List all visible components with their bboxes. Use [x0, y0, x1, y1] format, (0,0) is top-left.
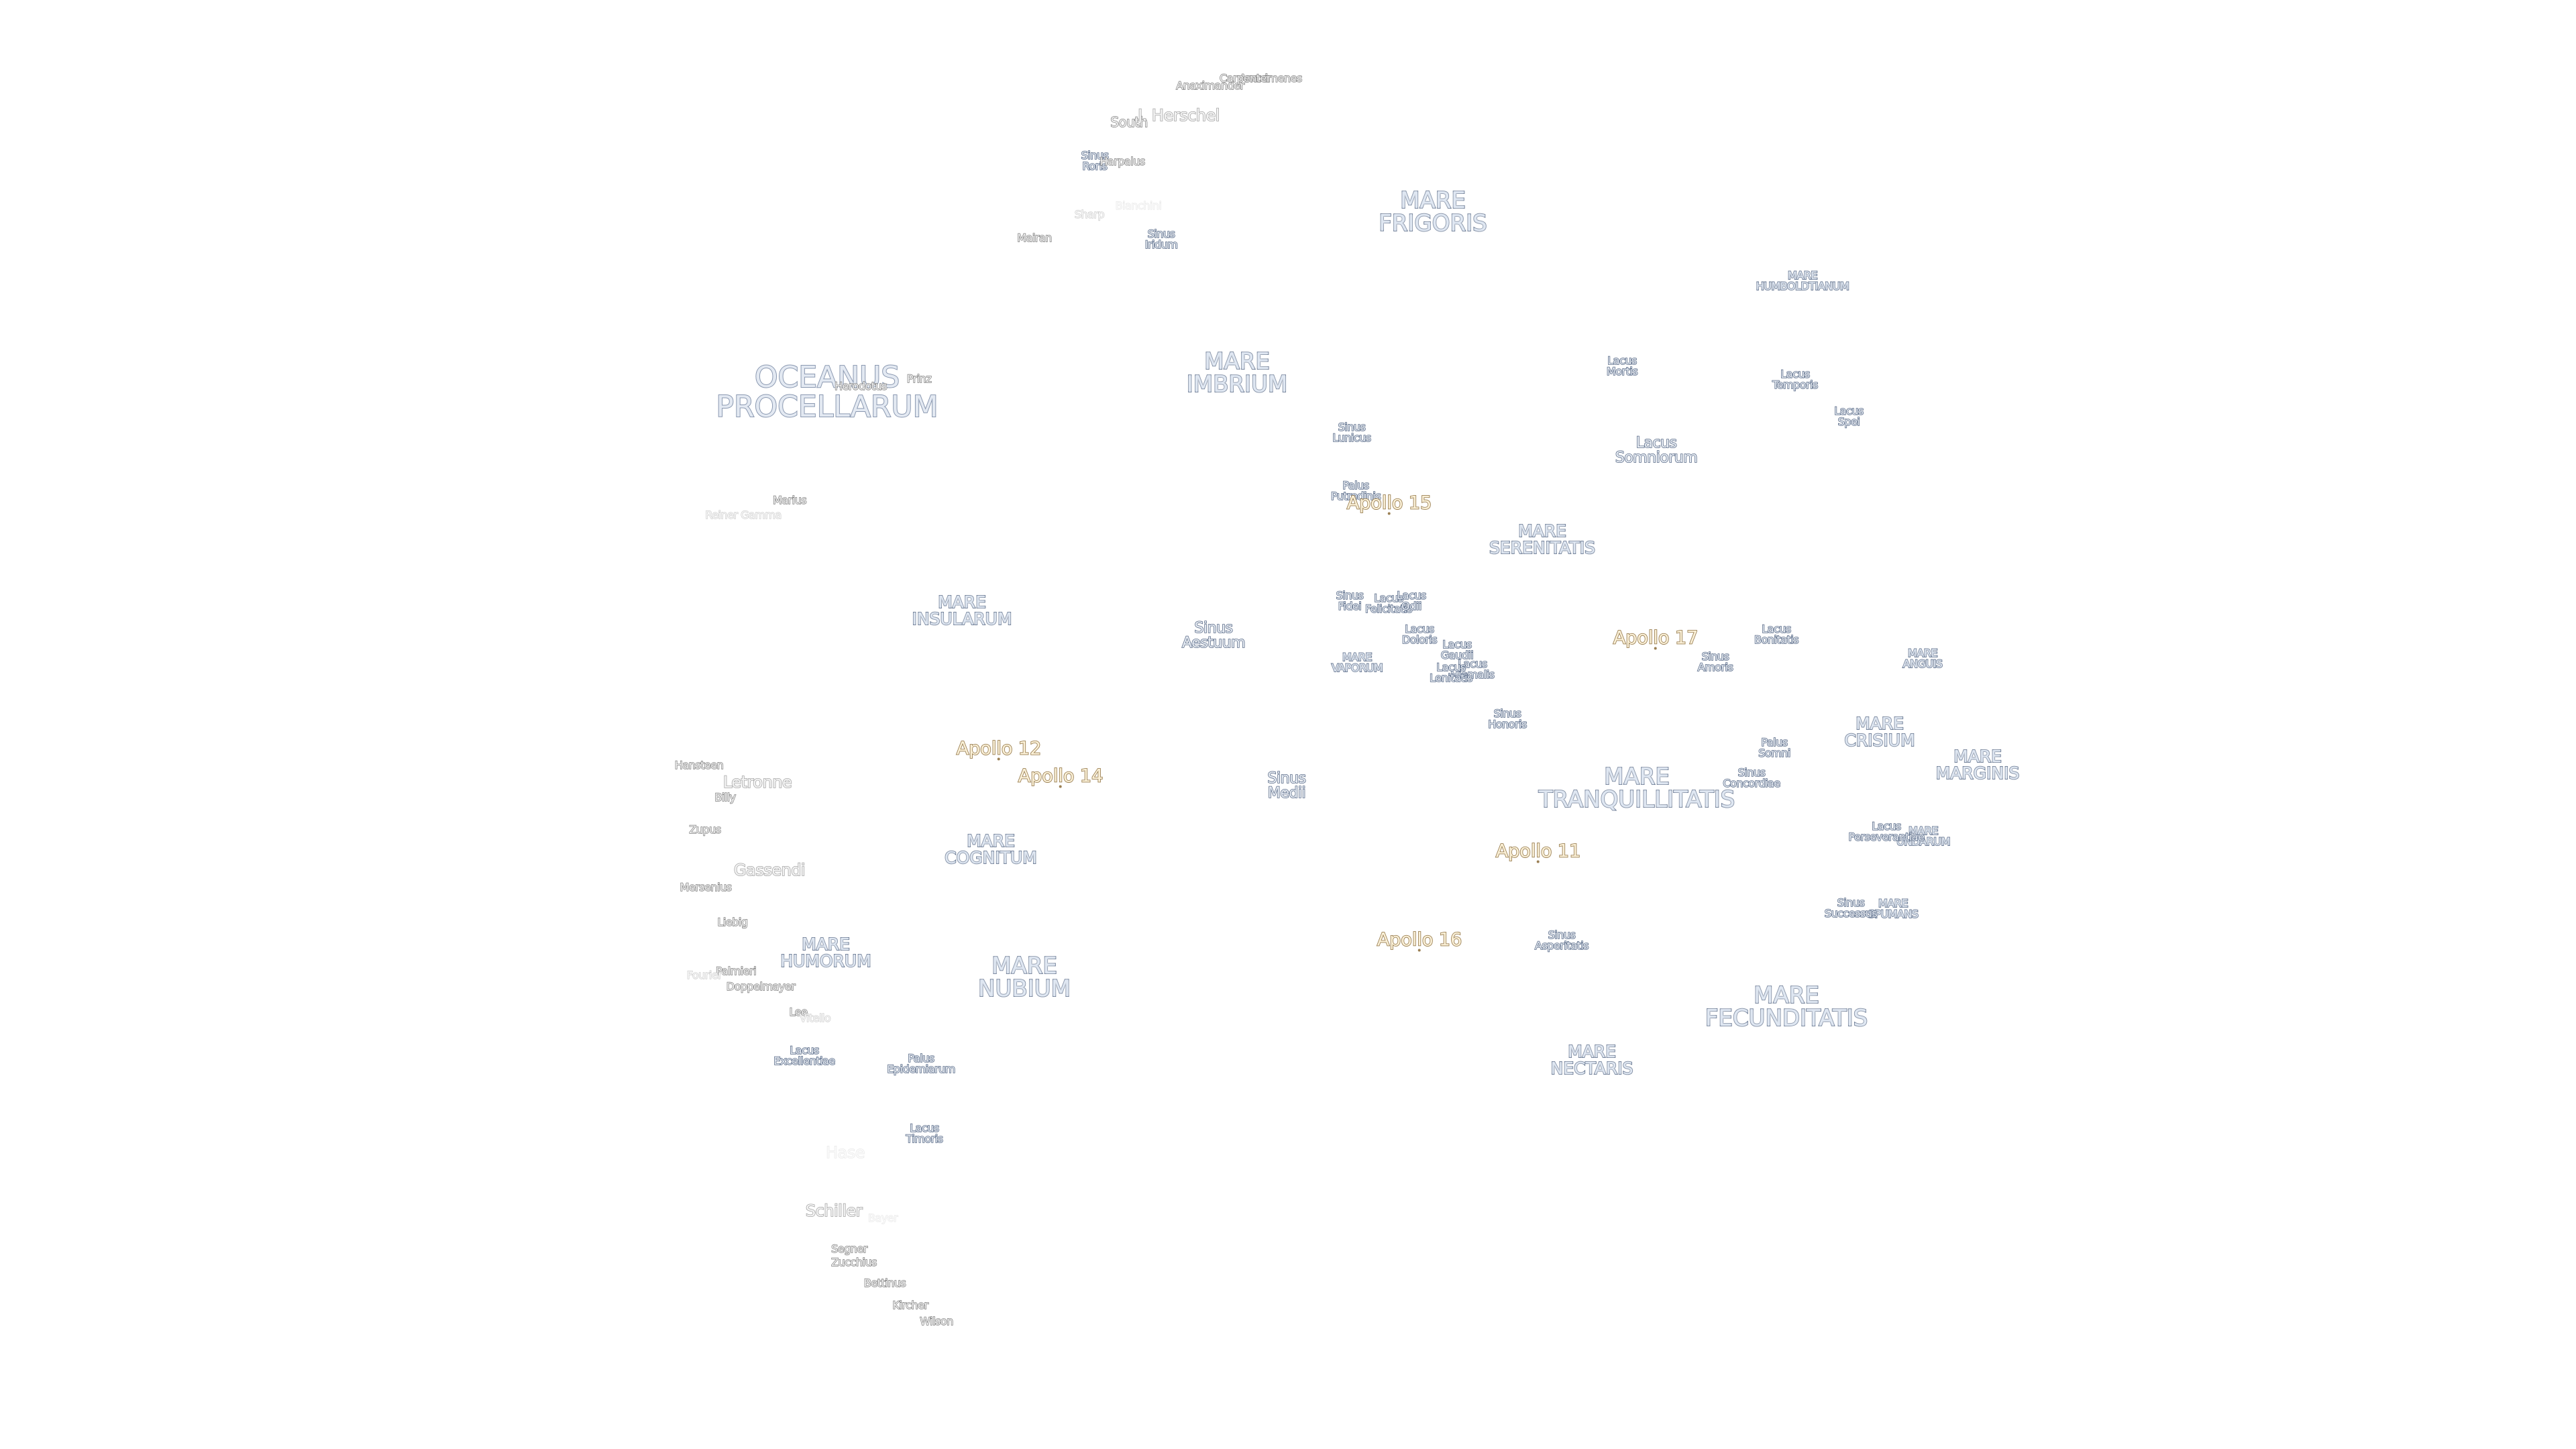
minor-feature-label: Palus Putredinis [1330, 479, 1381, 502]
crater-label: Anaximenes [1239, 72, 1303, 85]
minor-feature-label: Palus Epidemiarum [887, 1052, 956, 1075]
sea-label: MARE FECUNDITATIS [1705, 982, 1868, 1032]
crater-label: South [1110, 114, 1148, 130]
minor-feature-label: Lacus Lenitatis [1429, 661, 1473, 684]
crater-label: Reiner Gamma [705, 508, 782, 521]
crater-label: Mersenius [680, 881, 733, 894]
crater-label: Liebig [717, 916, 749, 928]
crater-label: Bettinus [863, 1277, 906, 1289]
ocean-label: OCEANUS PROCELLARUM [715, 360, 938, 424]
minor-feature-label: Lacus Perseverantiae [1848, 820, 1925, 843]
crater-label: Zucchius [830, 1256, 877, 1269]
sea-label: MARE COGNITUM [944, 831, 1038, 867]
crater-label: Anaximander [1176, 79, 1245, 92]
minor-feature-label: Lacus Gaudii [1440, 638, 1474, 661]
sea-label: MARE FRIGORIS [1378, 187, 1488, 237]
crater-label: Harpalus [1099, 155, 1146, 168]
crater-label: Mairan [1017, 231, 1053, 244]
crater-label: Sharp [1074, 208, 1105, 221]
crater-label: Kircher [892, 1299, 929, 1311]
minor-feature-label: Sinus Iridum [1144, 227, 1179, 251]
minor-feature-label: Sinus Fidei [1336, 589, 1364, 612]
apollo-site-label: Apollo 12 [956, 738, 1042, 761]
minor-feature-label: Lacus Felicitatis [1364, 592, 1413, 615]
minor-feature-label: Sinus Amoris [1697, 650, 1734, 674]
minor-feature-label: Lacus Timoris [906, 1122, 944, 1145]
crater-label: Gassendi [733, 861, 806, 879]
crater-label: Hansteen [674, 759, 724, 771]
crater-label: Lee [789, 1006, 808, 1018]
minor-feature-label: Sinus Concordiae [1723, 766, 1781, 790]
minor-feature-label: Lacus Somniorum [1615, 435, 1698, 466]
crater-label: Palmieri [715, 965, 757, 977]
minor-feature-label: Sinus Medii [1267, 770, 1307, 802]
minor-feature-label: Sinus Asperitatis [1534, 928, 1589, 952]
sea-label: MARE TRANQUILLITATIS [1538, 763, 1735, 813]
minor-feature-label: Lacus Doloris [1401, 623, 1438, 646]
crater-label: Fourier [686, 969, 722, 981]
sea-label: MARE HUMORUM [780, 934, 872, 971]
crater-label: Letronne [722, 773, 792, 792]
minor-feature-label: Lacus Temporis [1772, 368, 1819, 391]
minor-feature-label: Sinus Aestuum [1181, 620, 1246, 651]
crater-label: Zupus [689, 823, 722, 836]
crater-label: Doppelmayer [726, 980, 796, 993]
crater-label: Schiller [805, 1201, 863, 1220]
minor-feature-label: Sinus Roris [1081, 149, 1110, 172]
crater-label: Marius [772, 494, 807, 506]
crater-label: J. Herschel [1137, 106, 1220, 125]
sea-label: MARE NUBIUM [977, 953, 1071, 1002]
minor-feature-label: Sinus Successus [1824, 896, 1878, 920]
crater-label: Carpenter [1219, 72, 1271, 85]
minor-feature-label: Lacus Odii [1396, 589, 1427, 612]
minor-feature-label: Palus Somni [1758, 736, 1791, 759]
crater-label: Bianchini [1115, 199, 1162, 212]
sea-label: MARE ANGUIS [1902, 647, 1943, 670]
sea-label: MARE INSULARUM [911, 592, 1012, 629]
crater-label: Prinz [906, 372, 932, 385]
sea-label: MARE UNDARUM [1896, 824, 1951, 848]
minor-feature-label: Lacus Mortis [1606, 354, 1638, 378]
apollo-site-label: Apollo 11 [1495, 841, 1581, 863]
apollo-site-label: Apollo 14 [1018, 765, 1104, 788]
minor-feature-label: Lacus Spei [1833, 405, 1864, 428]
apollo-site-label: Apollo 16 [1377, 929, 1462, 952]
apollo-site-label: Apollo 17 [1613, 627, 1699, 650]
sea-label: MARE VAPORUM [1331, 651, 1384, 674]
crater-label: Segner [830, 1242, 868, 1255]
crater-label: Wilson [919, 1315, 954, 1328]
minor-feature-label: Sinus Honoris [1487, 707, 1527, 731]
apollo-site-label: Apollo 15 [1346, 492, 1432, 515]
crater-label: Herodotus [834, 380, 888, 392]
sea-label: MARE NECTARIS [1550, 1042, 1634, 1078]
sea-label: MARE MARGINIS [1935, 747, 2021, 783]
sea-label: MARE CRISIUM [1843, 714, 1915, 750]
minor-feature-label: Sinus Lunicus [1332, 421, 1372, 444]
sea-label: MARE HUMBOLDTIANUM [1756, 269, 1850, 292]
minor-feature-label: Lacus Excellentiae [773, 1044, 836, 1067]
crater-label: Billy [714, 791, 737, 804]
sea-label: MARE SERENITATIS [1489, 521, 1596, 557]
sea-label: MARE SPUMANS [1868, 897, 1919, 920]
minor-feature-label: Lacus Bonitatis [1754, 623, 1799, 646]
sea-label: MARE IMBRIUM [1186, 348, 1289, 398]
crater-label: Hase [825, 1143, 865, 1162]
crater-label: Vitello [799, 1012, 831, 1024]
minor-feature-label: Lacus Hiemalis [1450, 657, 1495, 681]
crater-label: Bayer [867, 1212, 898, 1224]
